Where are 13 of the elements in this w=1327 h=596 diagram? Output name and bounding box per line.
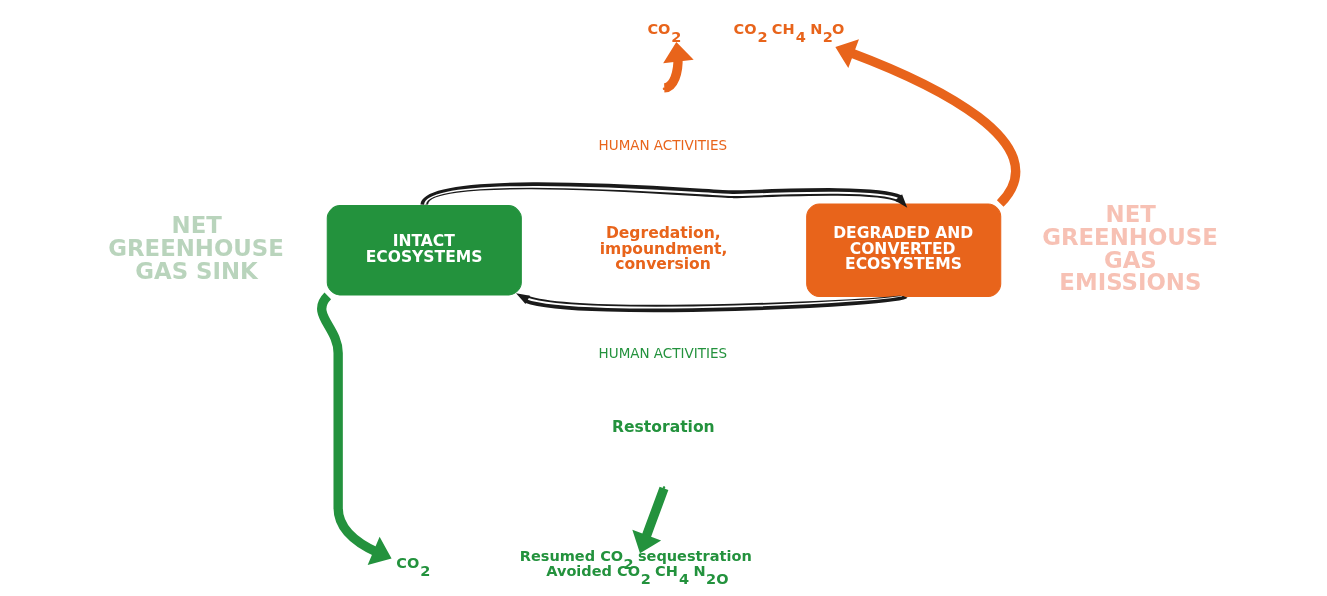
arrow xyxy=(834,39,1020,207)
arrow xyxy=(420,182,907,208)
arrow xyxy=(515,293,906,313)
label: Restoration xyxy=(611,418,715,437)
label: NET GREENHOUSE GAS SINK xyxy=(107,212,284,284)
label: Degredation, impoundment, conversion xyxy=(599,224,727,274)
arrow xyxy=(631,486,668,554)
node-box: INTACT ECOSYSTEMS xyxy=(326,205,522,296)
label: HUMAN ACTIVITIES xyxy=(598,344,727,361)
arrow xyxy=(316,292,392,566)
node-box: DEGRADED AND CONVERTED ECOSYSTEMS xyxy=(805,203,1001,297)
label: NET GREENHOUSE GAS EMISSIONS xyxy=(1041,200,1218,296)
label: HUMAN ACTIVITIES xyxy=(598,137,727,154)
